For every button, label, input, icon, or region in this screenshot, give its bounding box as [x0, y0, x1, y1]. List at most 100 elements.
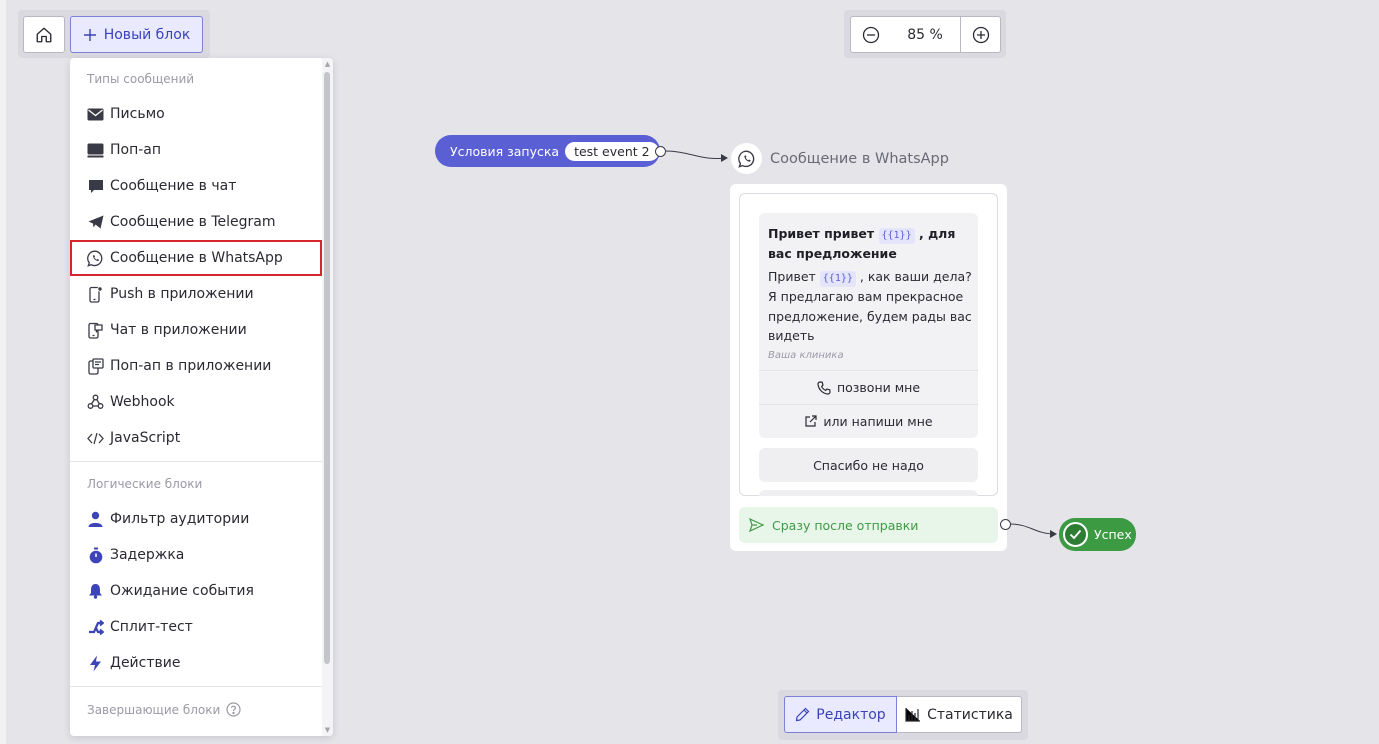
scroll-down-icon[interactable]: ▼ — [324, 726, 331, 734]
message-body-text: Привет — [768, 269, 816, 284]
chat-bubble-icon — [87, 178, 104, 195]
after-send-branch[interactable]: Сразу после отправки — [739, 507, 998, 543]
menu-item-label: Сплит-тест — [110, 619, 193, 635]
menu-item-label: Письмо — [110, 106, 165, 122]
split-icon — [87, 619, 104, 636]
menu-item-label: Поп-ап — [110, 142, 162, 158]
menu-scrollbar-thumb[interactable] — [324, 72, 330, 664]
menu-item-whatsapp[interactable]: Сообщение в WhatsApp — [70, 240, 322, 276]
quick-reply-button[interactable]: Спасибо не надо — [759, 448, 978, 482]
after-send-label: Сразу после отправки — [772, 517, 919, 533]
menu-item-popup[interactable]: Поп-ап — [70, 132, 322, 168]
menu-item-label: Чат в приложении — [110, 322, 247, 338]
trigger-label: Условия запуска — [450, 143, 560, 159]
zoom-in-button[interactable] — [960, 16, 1001, 53]
bell-icon — [87, 583, 104, 600]
menu-item-wait-event[interactable]: Ожидание события — [70, 573, 322, 609]
message-button-link[interactable]: или напиши мне — [759, 404, 978, 438]
menu-item-label: Сообщение в WhatsApp — [110, 250, 283, 266]
menu-item-label: Webhook — [110, 394, 175, 410]
menu-item-telegram[interactable]: Сообщение в Telegram — [70, 204, 322, 240]
code-icon — [87, 430, 104, 447]
mode-stats-label: Статистика — [927, 706, 1013, 723]
menu-item-label: JavaScript — [110, 430, 181, 446]
envelope-icon — [87, 106, 104, 123]
message-header-text-tail: , для вас предложение — [768, 226, 956, 261]
mobile-popup-icon — [87, 357, 104, 375]
message-header: Привет привет {{1}} , для вас предложени… — [768, 224, 973, 264]
menu-item-app-popup[interactable]: Поп-ап в приложении — [70, 348, 322, 384]
lightning-icon — [87, 655, 104, 672]
menu-item-split-test[interactable]: Сплит-тест — [70, 609, 322, 645]
message-node-title: Сообщение в WhatsApp — [770, 150, 949, 167]
home-icon — [36, 27, 52, 42]
section-title-message-types: Типы сообщений — [87, 72, 195, 86]
message-node-header: Сообщение в WhatsApp — [731, 143, 949, 174]
menu-item-label: Сообщение в Telegram — [110, 214, 276, 230]
plus-icon — [83, 28, 96, 41]
menu-item-label: Сообщение в чат — [110, 178, 237, 194]
mode-stats-button[interactable]: Статистика — [897, 696, 1022, 733]
menu-item-label: Задержка — [110, 547, 185, 563]
zoom-out-button[interactable] — [850, 16, 891, 53]
phone-icon — [817, 380, 831, 395]
message-button-label: или напиши мне — [823, 414, 933, 429]
menu-divider — [70, 461, 322, 462]
message-header-text: Привет привет — [768, 226, 875, 241]
success-node[interactable]: Успех — [1059, 518, 1136, 551]
menu-item-delay[interactable]: Задержка — [70, 537, 322, 573]
menu-item-label: Фильтр аудитории — [110, 511, 250, 527]
webhook-icon — [87, 394, 104, 411]
mobile-chat-icon — [87, 322, 104, 339]
message-button-label: позвони мне — [836, 380, 921, 395]
home-button[interactable] — [23, 16, 65, 53]
help-icon[interactable] — [226, 702, 241, 717]
send-icon — [749, 518, 764, 532]
pencil-icon — [796, 707, 810, 722]
mode-editor-label: Редактор — [816, 706, 886, 723]
menu-item-webhook[interactable]: Webhook — [70, 384, 322, 420]
mobile-push-icon — [87, 285, 104, 303]
menu-item-app-chat[interactable]: Чат в приложении — [70, 312, 322, 348]
menu-item-label: Push в приложении — [110, 286, 254, 302]
whatsapp-icon — [87, 250, 104, 267]
menu-divider — [70, 686, 322, 687]
telegram-icon — [87, 214, 104, 231]
menu-item-email[interactable]: Письмо — [70, 96, 322, 132]
stopwatch-icon — [87, 547, 104, 564]
menu-item-chat[interactable]: Сообщение в чат — [70, 168, 322, 204]
new-block-label: Новый блок — [103, 26, 191, 43]
bar-chart-icon — [905, 708, 921, 722]
menu-item-app-push[interactable]: Push в приложении — [70, 276, 322, 312]
trigger-node[interactable]: Условия запуска test event 2 — [435, 135, 660, 167]
new-block-button[interactable]: Новый блок — [70, 16, 203, 53]
menu-item-audience-filter[interactable]: Фильтр аудитории — [70, 501, 322, 537]
template-variable: {{1}} — [878, 228, 915, 244]
after-send-output-port[interactable] — [1000, 519, 1011, 530]
menu-item-label: Поп-ап в приложении — [110, 358, 272, 374]
check-icon — [1063, 522, 1088, 547]
popup-icon — [87, 142, 104, 159]
section-title-logic-blocks: Логические блоки — [87, 477, 203, 491]
menu-item-action[interactable]: Действие — [70, 645, 322, 681]
message-footer: Ваша клиника — [768, 350, 844, 361]
zoom-in-icon — [972, 26, 989, 43]
scroll-up-icon[interactable]: ▲ — [324, 60, 331, 68]
message-body: Привет {{1}} , как ваши дела? Я предлага… — [768, 267, 973, 346]
message-body-text-tail: , как ваши дела? Я предлагаю вам прекрас… — [768, 269, 972, 343]
canvas-left-strip — [0, 0, 6, 744]
message-button-call[interactable]: позвони мне — [759, 370, 978, 404]
section-title-final-blocks: Завершающие блоки — [87, 702, 241, 717]
mode-editor-button[interactable]: Редактор — [784, 696, 897, 733]
trigger-event-chip: test event 2 — [565, 141, 659, 161]
whatsapp-icon — [731, 143, 762, 174]
trigger-output-port[interactable] — [655, 146, 666, 157]
template-variable: {{1}} — [819, 271, 856, 287]
menu-item-javascript[interactable]: JavaScript — [70, 420, 322, 456]
block-type-menu: Типы сообщений Письмо Поп-ап Сообщение в… — [70, 58, 333, 736]
section-title-final-blocks-label: Завершающие блоки — [87, 702, 221, 717]
external-link-icon — [805, 415, 818, 427]
zoom-value: 85 % — [890, 16, 960, 53]
message-bubble-next — [759, 490, 978, 496]
message-bubble — [759, 213, 978, 438]
